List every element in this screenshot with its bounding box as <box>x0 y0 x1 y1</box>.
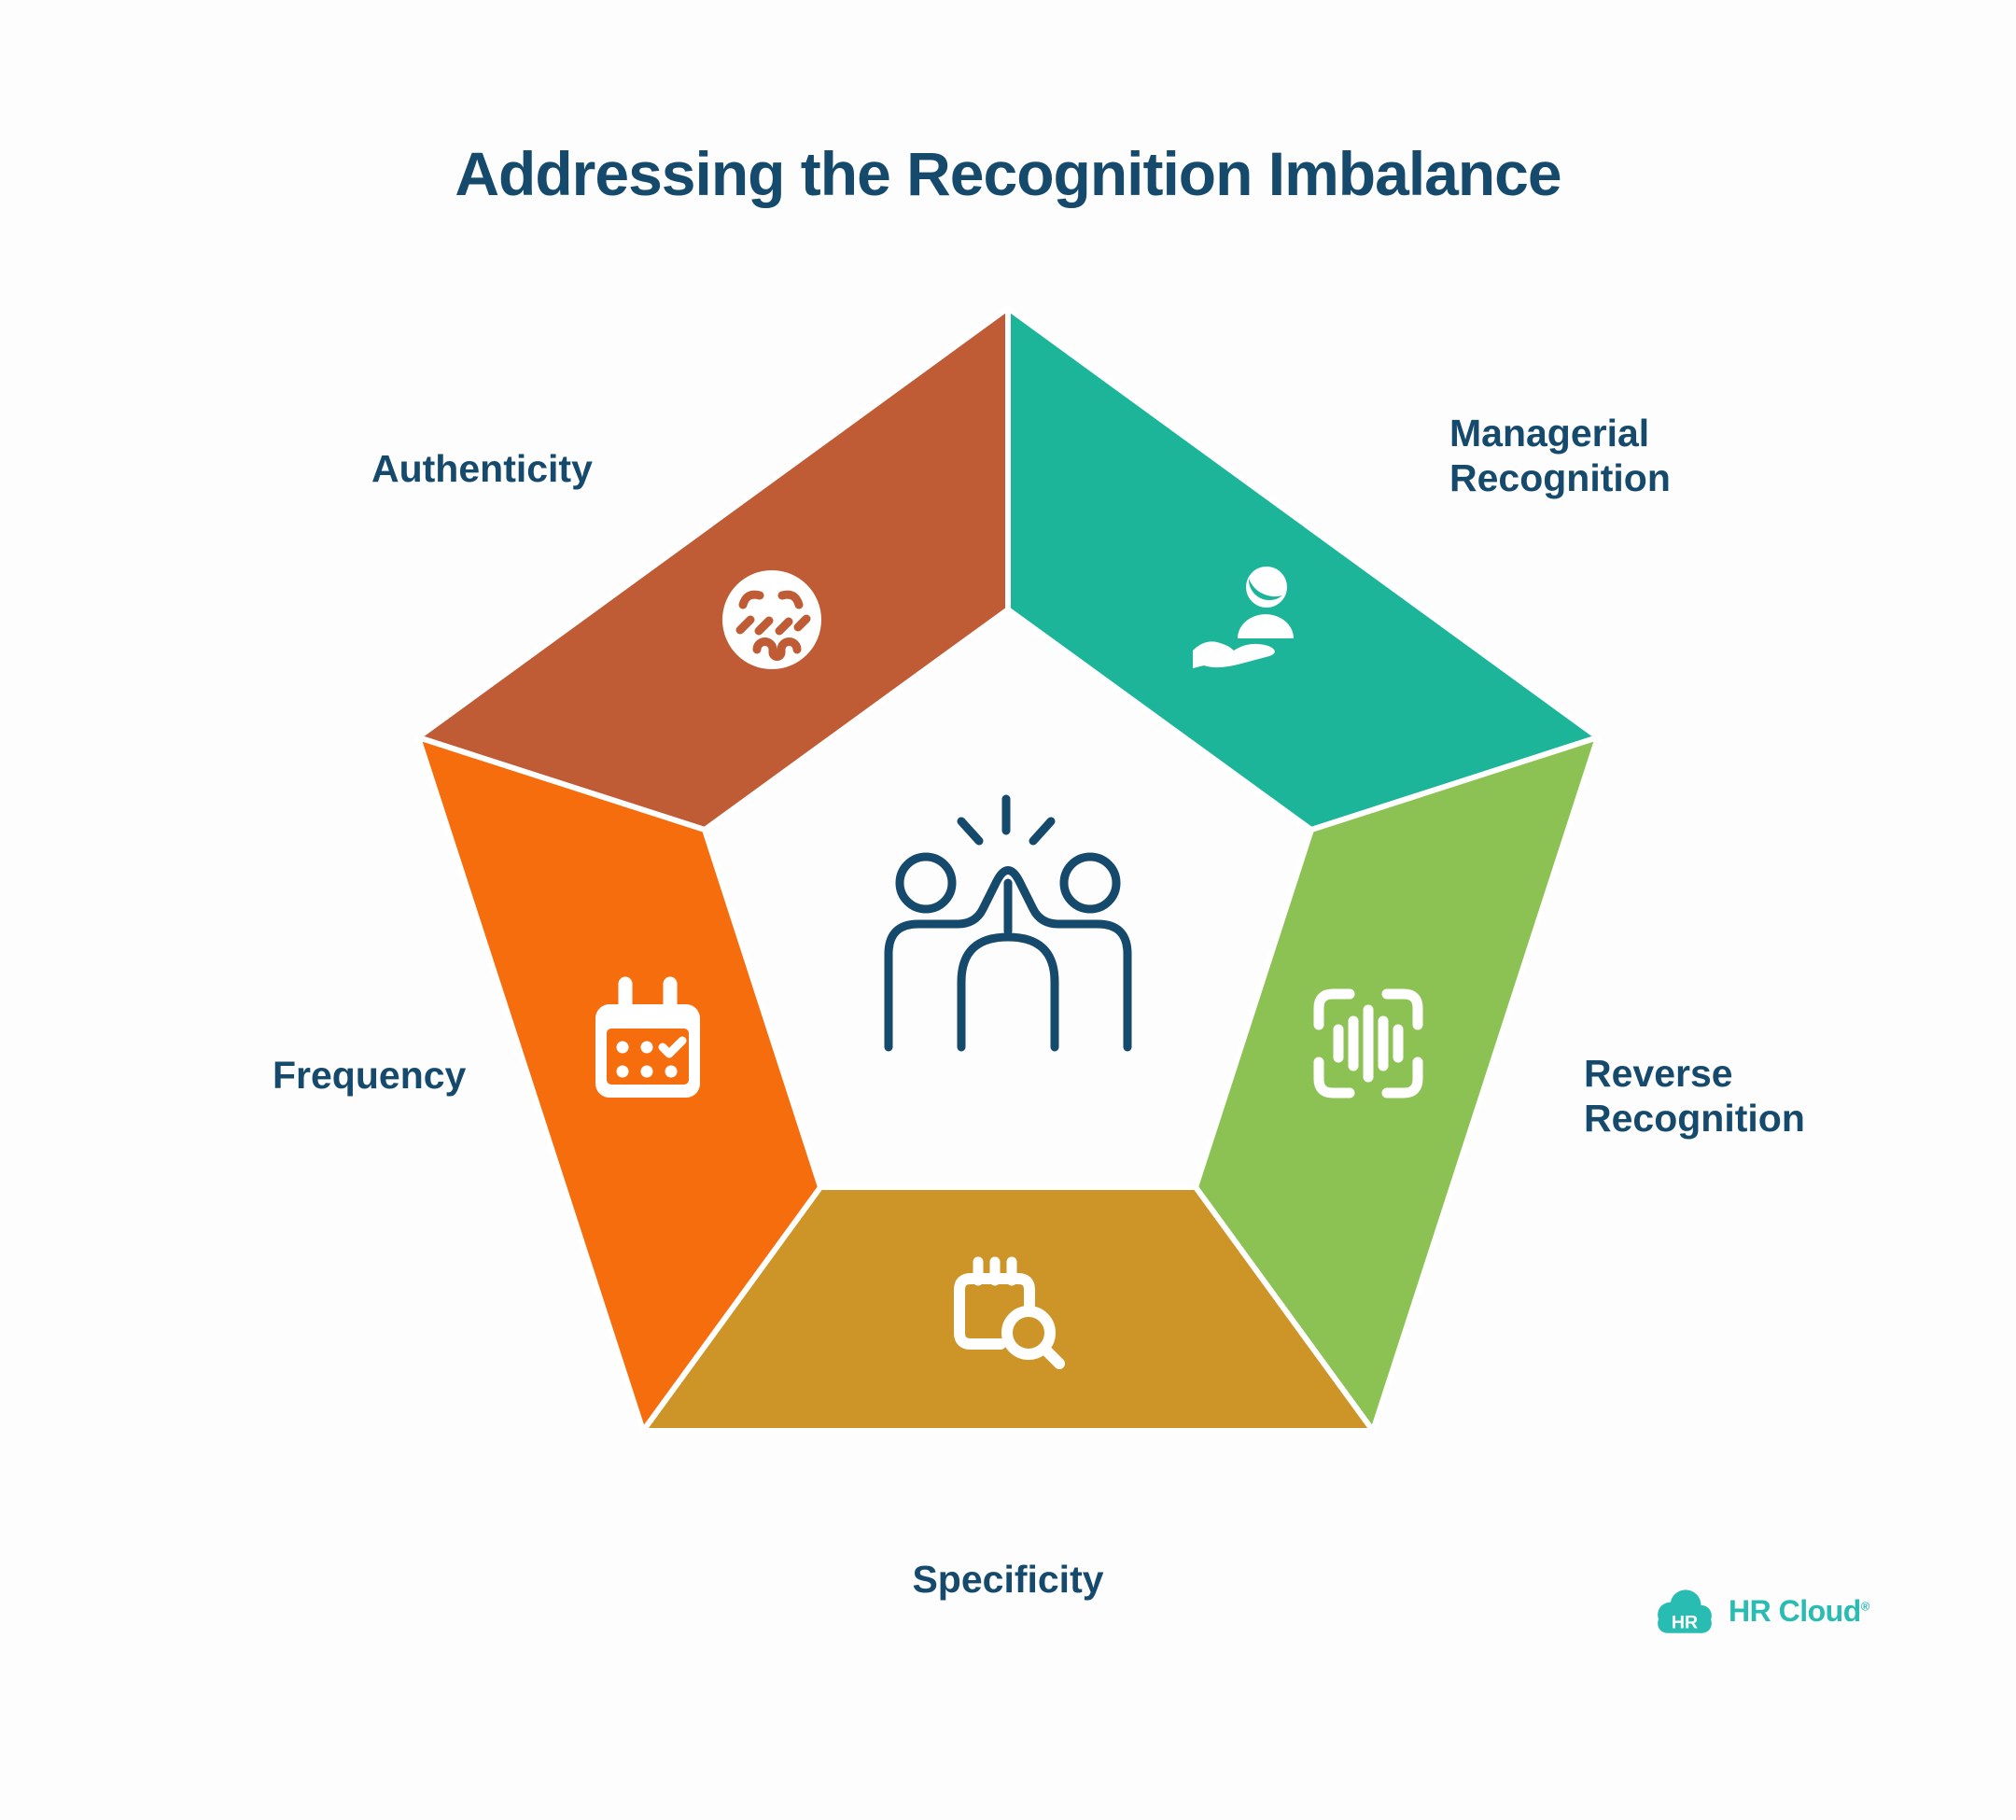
calendar-dot <box>640 1041 653 1054</box>
label-managerial-recognition: Managerial Recognition <box>1449 412 1671 500</box>
bracket-top-right <box>1381 988 1423 1030</box>
calendar-dot <box>665 1065 678 1078</box>
sparkle-line <box>1029 817 1056 846</box>
blush-dash <box>735 615 755 635</box>
label-frequency: Frequency <box>273 1054 467 1097</box>
calendar-check-icon <box>595 976 700 1098</box>
magnifier-handle <box>1039 1343 1065 1369</box>
page-title: Addressing the Recognition Imbalance <box>455 139 1561 208</box>
segment-managerial-recognition <box>1005 305 1601 833</box>
bracket-bottom-right <box>1381 1057 1423 1099</box>
blush-dash <box>775 617 793 636</box>
inner-arms-arch <box>957 932 1059 1052</box>
hr-cloud-logo: HR HR Cloud® <box>1654 1587 1869 1635</box>
cloud-badge-text: HR <box>1672 1613 1698 1633</box>
person-hair <box>1248 579 1282 601</box>
voice-scan-icon <box>1313 988 1423 1099</box>
label-specificity: Specificity <box>912 1558 1104 1601</box>
high-five-icon <box>884 794 1132 1052</box>
right-person-head <box>1059 852 1121 914</box>
bracket-bottom-left <box>1313 1057 1355 1099</box>
holding-hand <box>1193 641 1275 668</box>
registered-mark: ® <box>1860 1598 1870 1613</box>
wavy-mouth <box>752 637 802 661</box>
calendar-dot <box>616 1041 629 1054</box>
notepad-body <box>954 1273 1035 1350</box>
calendar-dot <box>640 1065 653 1078</box>
blush-dash <box>793 614 811 632</box>
label-authenticity: Authenticity <box>371 447 593 490</box>
left-eyebrow <box>738 590 764 609</box>
calendar-dot <box>616 1065 629 1078</box>
logo-wordmark: HR Cloud® <box>1729 1594 1869 1629</box>
bracket-top-left <box>1313 988 1355 1030</box>
segment-authenticity <box>415 305 1011 833</box>
sparkle-line <box>957 817 984 846</box>
cloud-icon: HR <box>1658 1589 1712 1633</box>
magnifier-lens <box>1001 1306 1056 1360</box>
person-shoulders <box>1238 614 1294 638</box>
label-reverse-recognition: Reverse Recognition <box>1584 1052 1805 1141</box>
notepad-search-icon <box>954 1256 1065 1369</box>
embarrassed-face-icon <box>722 570 821 669</box>
right-eyebrow <box>777 590 804 609</box>
bodies-outline <box>884 866 1132 1052</box>
calendar-checkmark <box>658 1036 687 1058</box>
person-in-hand-icon <box>1193 567 1294 668</box>
left-person-head <box>895 852 957 914</box>
blush-dash <box>754 616 774 636</box>
logo-text: HR Cloud <box>1729 1593 1861 1628</box>
